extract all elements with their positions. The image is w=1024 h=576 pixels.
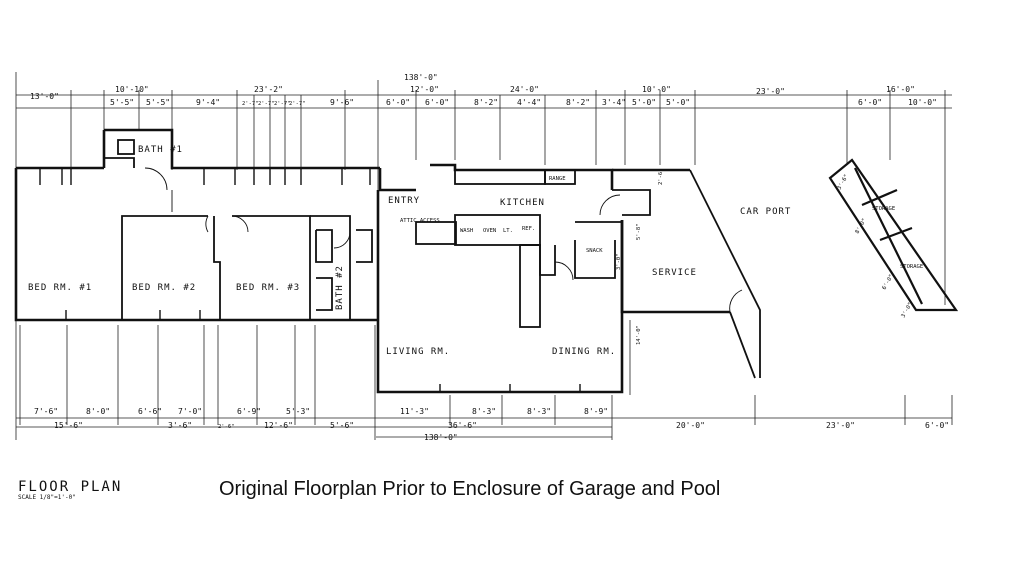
- dim-bot-36-6: 36'-6": [448, 421, 477, 430]
- dim-top-23-2: 23'-2": [254, 85, 283, 94]
- dim-side-14-0: 14'-0": [636, 325, 642, 345]
- dim-top-2-7b: 2'-7": [258, 101, 275, 107]
- floor-plan-title: FLOOR PLAN: [18, 479, 123, 495]
- carport-outline: [689, 169, 761, 379]
- dim-side-6-0: 6'-0": [882, 274, 895, 291]
- floor-plan-scale: SCALE 1/8"=1'-0": [18, 494, 76, 501]
- dim-side-3-0: 3'-0": [616, 253, 622, 270]
- dimension-lines: [15, 72, 953, 440]
- dim-bot-2-6: 2'-6": [218, 424, 235, 430]
- oven-label: OVEN: [483, 228, 496, 234]
- room-service: SERVICE: [652, 268, 697, 278]
- door-swings: [144, 167, 743, 313]
- dim-top-5-5b: 5'-5": [146, 98, 170, 107]
- dim-top-overall: 138'-0": [404, 73, 438, 82]
- dim-top-10-0: 10'-0": [642, 85, 671, 94]
- dim-top-2-7d: 2'-7": [289, 101, 306, 107]
- dim-bot-6-0: 6'-0": [925, 421, 949, 430]
- window-ticks: [39, 168, 581, 392]
- dim-bot-5-3: 5'-3": [286, 407, 310, 416]
- dim-bot-11-3: 11'-3": [400, 407, 429, 416]
- room-bath1: BATH #1: [138, 145, 183, 155]
- dim-top-3-4: 3'-4": [602, 98, 626, 107]
- dim-bot-5-6: 5'-6": [330, 421, 354, 430]
- attic-access-label: ATTIC ACCESS: [400, 218, 440, 224]
- room-bath2: BATH #2: [335, 265, 345, 310]
- dim-top-10-0b: 10'-0": [908, 98, 937, 107]
- dim-bot-8-0: 8'-0": [86, 407, 110, 416]
- room-bed1: BED RM. #1: [28, 283, 92, 293]
- dim-top-2-7a: 2'-7": [242, 101, 259, 107]
- range-label: RANGE: [549, 176, 566, 182]
- washer-label: WASH: [460, 228, 473, 234]
- caption: Original Floorplan Prior to Enclosure of…: [219, 478, 721, 500]
- room-bed2: BED RM. #2: [132, 283, 196, 293]
- dim-top-8-2a: 8'-2": [474, 98, 498, 107]
- room-kitchen: KITCHEN: [500, 198, 545, 208]
- room-carport: CAR PORT: [740, 207, 791, 217]
- dim-top-24-0: 24'-0": [510, 85, 539, 94]
- dim-top-9-6: 9'-6": [330, 98, 354, 107]
- ref-label: REF.: [522, 226, 535, 232]
- dim-top-5-5a: 5'-5": [110, 98, 134, 107]
- dim-top-6-0a: 6'-0": [386, 98, 410, 107]
- dim-top-6-0b: 6'-0": [425, 98, 449, 107]
- dim-bot-3-6: 3'-6": [168, 421, 192, 430]
- dim-top-9-4: 9'-4": [196, 98, 220, 107]
- dim-top-8-2b: 8'-2": [566, 98, 590, 107]
- dim-side-2-6: 2'-6": [658, 168, 664, 185]
- dim-bot-overall: 138'-0": [424, 433, 458, 442]
- dim-top-12-0: 12'-0": [410, 85, 439, 94]
- dim-bot-7-0: 7'-0": [178, 407, 202, 416]
- dim-top-13: 13'-0": [30, 92, 59, 101]
- dim-bot-8-3a: 8'-3": [472, 407, 496, 416]
- room-storage1: STORAGE: [872, 206, 895, 212]
- dim-top-10-10: 10'-10": [115, 85, 149, 94]
- dim-bot-8-9: 8'-9": [584, 407, 608, 416]
- dim-top-5-0b: 5'-0": [666, 98, 690, 107]
- dim-bot-20-0: 20'-0": [676, 421, 705, 430]
- dim-top-4-4: 4'-4": [517, 98, 541, 107]
- room-dining: DINING RM.: [552, 347, 616, 357]
- dim-side-3-6: 3'-6": [837, 174, 850, 191]
- dim-bot-6-6: 6'-6": [138, 407, 162, 416]
- lt-label: LT.: [503, 228, 513, 234]
- room-entry: ENTRY: [388, 196, 420, 206]
- storage-building: [828, 158, 959, 312]
- bottom-dimension-labels: 7'-6" 8'-0" 15'-6" 6'-6" 7'-0" 3'-6" 2'-…: [34, 407, 949, 442]
- dim-bot-12-6: 12'-6": [264, 421, 293, 430]
- house-walls: [14, 128, 730, 394]
- dim-top-6-0c: 6'-0": [858, 98, 882, 107]
- dim-side-5-8: 5'-8": [636, 223, 642, 240]
- dim-bot-23-0: 23'-0": [826, 421, 855, 430]
- dim-bot-15-6: 15'-6": [54, 421, 83, 430]
- room-snack: SNACK: [586, 248, 603, 254]
- top-dimension-labels: 138'-0" 13'-0" 10'-10" 5'-5" 5'-5" 9'-4"…: [30, 73, 937, 107]
- dim-bot-7-6: 7'-6": [34, 407, 58, 416]
- room-bed3: BED RM. #3: [236, 283, 300, 293]
- dim-bot-6-9: 6'-9": [237, 407, 261, 416]
- dim-top-2-7c: 2'-7": [274, 101, 291, 107]
- dim-top-16-0: 16'-0": [886, 85, 915, 94]
- room-storage2: STORAGE: [900, 264, 923, 270]
- dim-top-5-0a: 5'-0": [632, 98, 656, 107]
- dim-side-3-0b: 3'-0": [901, 302, 914, 319]
- interior-walls: [104, 139, 651, 328]
- room-labels: BED RM. #1 BED RM. #2 BED RM. #3 BATH #1…: [28, 145, 923, 357]
- dim-top-23-0: 23'-0": [756, 87, 785, 96]
- room-living: LIVING RM.: [386, 347, 450, 357]
- dim-bot-8-3b: 8'-3": [527, 407, 551, 416]
